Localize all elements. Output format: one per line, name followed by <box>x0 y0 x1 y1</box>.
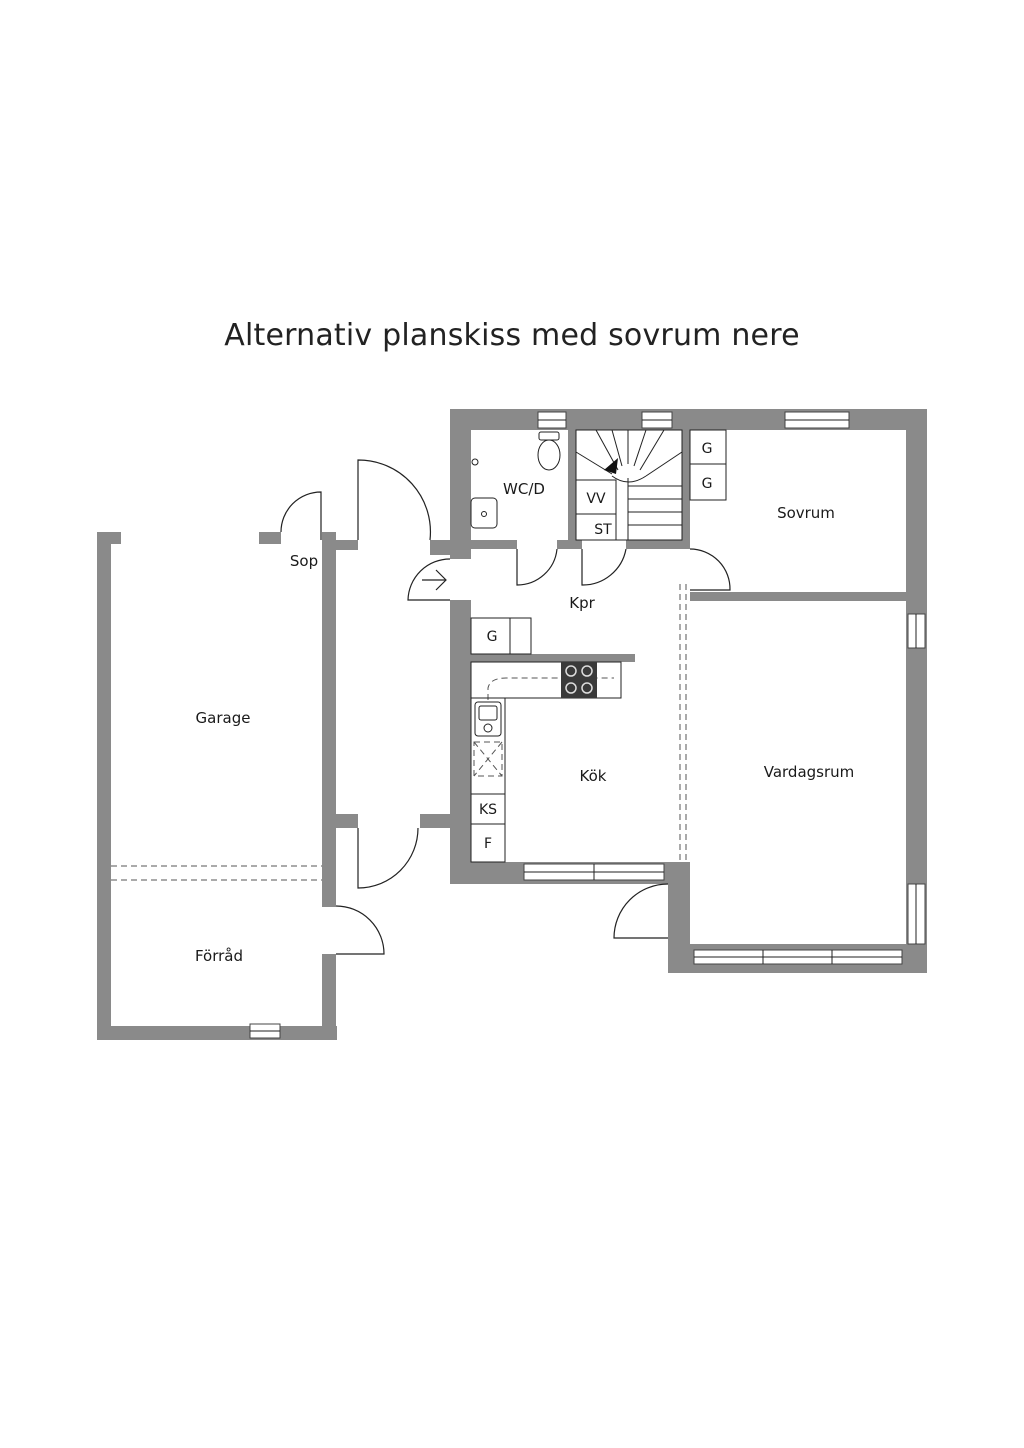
fixture-label-g: G <box>702 476 713 492</box>
stove-icon <box>561 662 597 698</box>
room-label-wc: WC/D <box>503 480 545 498</box>
room-label-vv: VV <box>586 491 606 507</box>
room-label-garage: Garage <box>196 709 251 727</box>
room-label-st: ST <box>594 522 612 538</box>
room-label-kok: Kök <box>580 767 607 785</box>
room-label-kpr: Kpr <box>569 594 595 612</box>
entry-arrow-icon <box>422 569 447 591</box>
doors <box>280 459 731 955</box>
room-label-vardagsrum: Vardagsrum <box>764 763 855 781</box>
kitchen-fixtures <box>470 617 622 863</box>
room-labels: Garage Förråd Sop WC/D VV ST Kpr Sovrum … <box>195 441 854 965</box>
fixture-label-f: F <box>484 836 492 852</box>
room-label-forrad: Förråd <box>195 947 243 965</box>
page-title: Alternativ planskiss med sovrum nere <box>224 318 800 353</box>
stairs <box>575 429 683 541</box>
room-label-sop: Sop <box>290 552 318 570</box>
room-label-sovrum: Sovrum <box>777 504 835 522</box>
fixture-label-ks: KS <box>479 802 497 818</box>
wc-fixtures <box>470 431 561 529</box>
sovrum-wardrobes <box>689 429 727 501</box>
fixture-label-g: G <box>702 441 713 457</box>
windows <box>249 411 926 1039</box>
closet <box>575 479 617 540</box>
fixture-label-g: G <box>487 629 498 645</box>
dashed-lines <box>111 584 687 881</box>
